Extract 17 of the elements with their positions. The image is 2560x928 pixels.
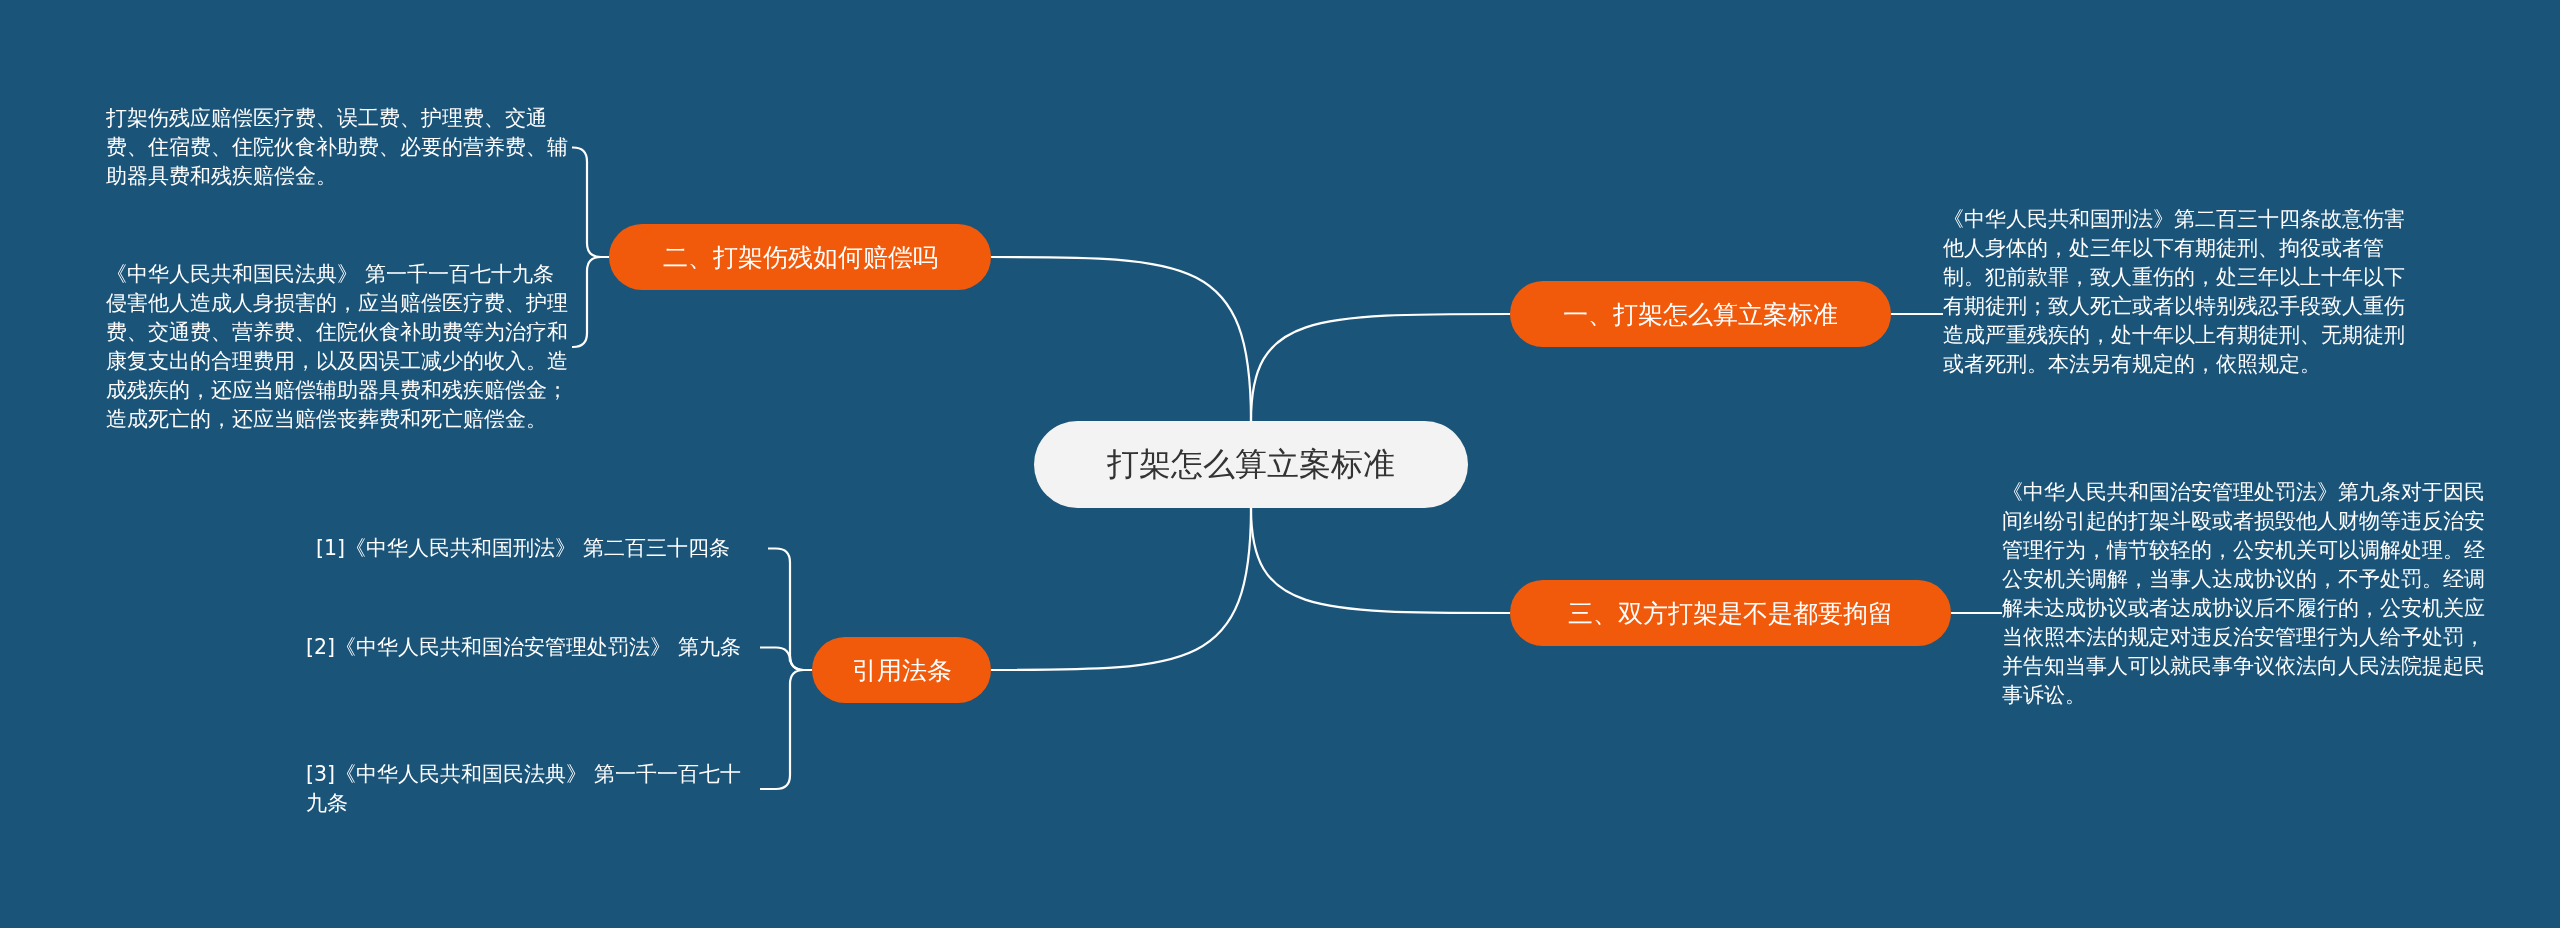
topic-pill: 二、打架伤残如何赔偿吗 — [609, 224, 991, 290]
note-text: 《中华人民共和国治安管理处罚法》第九条对于因民间纠纷引起的打架斗殴或者损毁他人财物等违反治安管理行为，情节较轻的，公安机关可以调解处理。经公安机关调解，当事人达成协议的，不予处罚。经调解未达成协议或者达成协议后不履行的，公安机关应当依照本法的规定对违反治安管理行为人给予处罚，并告知当事人可以就民事争议依法向人民法院提起民事诉讼。 — [2002, 478, 2486, 710]
note-text: [3]《中华人民共和国民法典》 第一千一百七十九条 — [306, 760, 756, 818]
central-topic-pill: 打架怎么算立案标准 — [1034, 421, 1468, 508]
note-text: 《中华人民共和国刑法》第二百三十四条故意伤害他人身体的，处三年以下有期徒刑、拘役或者管制。犯前款罪，致人重伤的，处三年以上十年以下有期徒刑；致人死亡或者以特别残忍手段致人重伤造成严重残疾的，处十年以上有期徒刑、无期徒刑或者死刑。本法另有规定的，依照规定。 — [1943, 205, 2413, 379]
connector — [991, 255, 1253, 422]
note-text: [1]《中华人民共和国刑法》 第二百三十四条 — [316, 534, 764, 563]
connector — [571, 255, 609, 349]
topic-pill: 三、双方打架是不是都要拘留 — [1510, 580, 1951, 646]
note-text: 《中华人民共和国民法典》 第一千一百七十九条侵害他人造成人身损害的，应当赔偿医疗费、护理费、交通费、营养费、住院伙食补助费等为治疗和康复支出的合理费用，以及因误工减少的收入。造成残疾的，还应当赔偿辅助器具费和残疾赔偿金；造成死亡的，还应当赔偿丧葬费和死亡赔偿金。 — [106, 260, 568, 434]
connector — [1951, 611, 2002, 615]
note-text: [2]《中华人民共和国治安管理处罚法》 第九条 — [306, 633, 756, 662]
connector — [1891, 312, 1943, 316]
connector — [991, 507, 1253, 672]
topic-pill: 一、打架怎么算立案标准 — [1510, 281, 1891, 347]
topic-pill: 引用法条 — [812, 637, 991, 703]
note-text: 打架伤残应赔偿医疗费、误工费、护理费、交通费、住宿费、住院伙食补助费、必要的营养费、辅助器具费和残疾赔偿金。 — [106, 104, 568, 191]
